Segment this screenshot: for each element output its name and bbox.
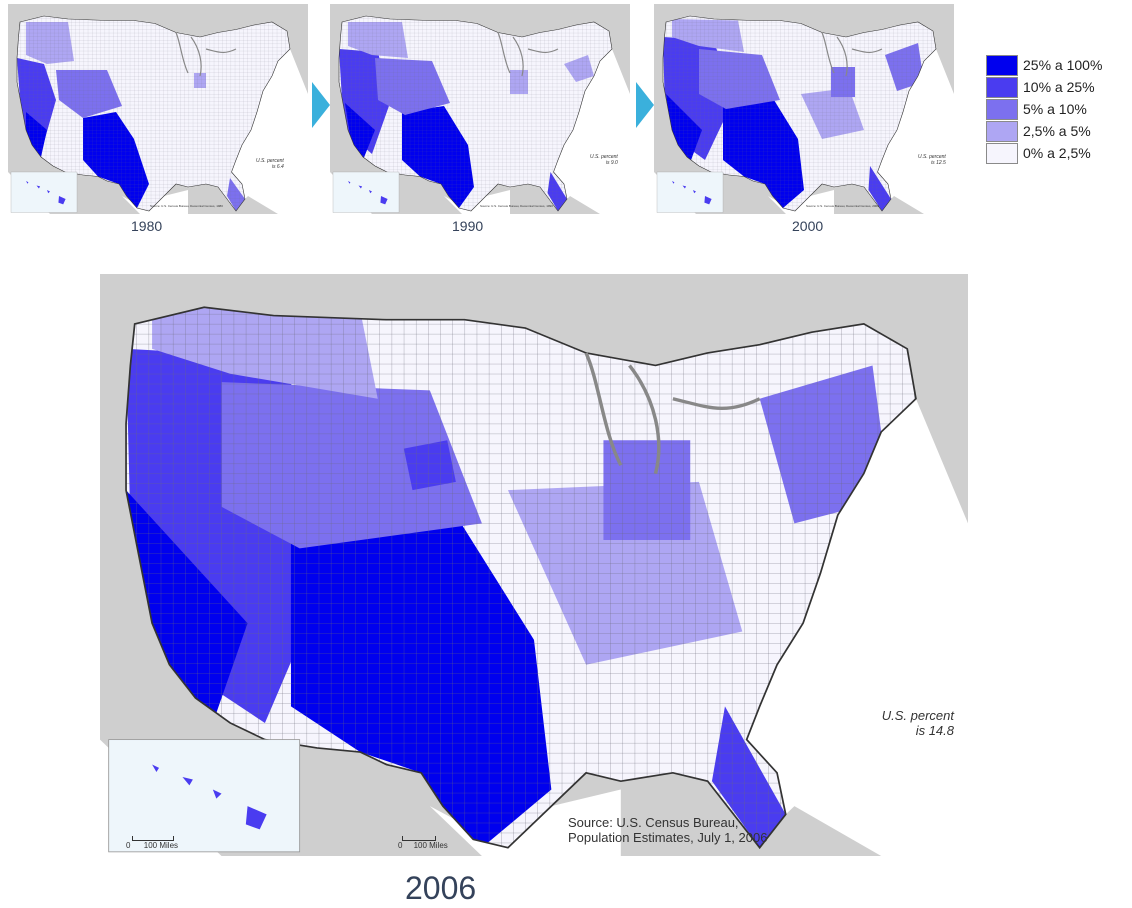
legend-label: 5% a 10% <box>1023 101 1087 117</box>
map-2000-us-percent: U.S. percent is 12.5 <box>918 154 946 166</box>
scale-bar-hawaii: 0 100 Miles <box>126 836 178 850</box>
year-label-1980: 1980 <box>131 218 163 234</box>
legend-item: 2,5% a 5% <box>986 120 1126 142</box>
source-line1: Source: U.S. Census Bureau, <box>568 815 739 830</box>
legend-item: 25% a 100% <box>986 54 1126 76</box>
map-2000-source: Source: U.S. Census Bureau, Decennial Ce… <box>806 204 879 208</box>
source-line2: Population Estimates, July 1, 2006 <box>568 830 768 845</box>
year-label-1990: 1990 <box>452 218 484 234</box>
scale-bar-main-label: 0 100 Miles <box>398 841 448 850</box>
legend-item: 5% a 10% <box>986 98 1126 120</box>
legend: 25% a 100% 10% a 25% 5% a 10% 2,5% a 5% … <box>986 54 1126 164</box>
map-1980-svg <box>8 4 308 214</box>
legend-item: 10% a 25% <box>986 76 1126 98</box>
map-2006-svg <box>100 274 968 856</box>
legend-label: 0% a 2,5% <box>1023 145 1091 161</box>
legend-item: 0% a 2,5% <box>986 142 1126 164</box>
legend-label: 10% a 25% <box>1023 79 1095 95</box>
scale-bar-main: 0 100 Miles <box>398 836 448 850</box>
legend-swatch <box>986 55 1018 76</box>
us-percent-note: U.S. percent is 14.8 <box>862 708 954 738</box>
legend-label: 25% a 100% <box>1023 57 1103 73</box>
legend-swatch <box>986 77 1018 98</box>
legend-swatch <box>986 99 1018 120</box>
legend-label: 2,5% a 5% <box>1023 123 1091 139</box>
scale-bar-hawaii-label: 0 100 Miles <box>126 841 179 850</box>
legend-swatch <box>986 143 1018 164</box>
arrow-right-icon <box>312 82 330 128</box>
us-percent-line1: U.S. percent <box>881 708 954 723</box>
year-label-2000: 2000 <box>792 218 824 234</box>
map-2006 <box>100 274 968 856</box>
legend-swatch <box>986 121 1018 142</box>
us-percent-line2: is 14.8 <box>915 723 954 738</box>
map-1980-source: Source: U.S. Census Bureau, Decennial Ce… <box>150 204 223 208</box>
source-note: Source: U.S. Census Bureau, Population E… <box>568 815 767 845</box>
map-1990 <box>330 4 630 214</box>
map-1990-us-percent: U.S. percent is 9.0 <box>590 154 618 166</box>
map-2000 <box>654 4 954 214</box>
map-1980 <box>8 4 308 214</box>
arrow-right-icon <box>636 82 654 128</box>
map-1980-us-percent: U.S. percent is 6.4 <box>256 158 284 170</box>
map-2000-svg <box>654 4 954 214</box>
year-label-2006: 2006 <box>405 870 477 906</box>
map-1990-svg <box>330 4 630 214</box>
map-1990-source: Source: U.S. Census Bureau, Decennial Ce… <box>480 204 553 208</box>
